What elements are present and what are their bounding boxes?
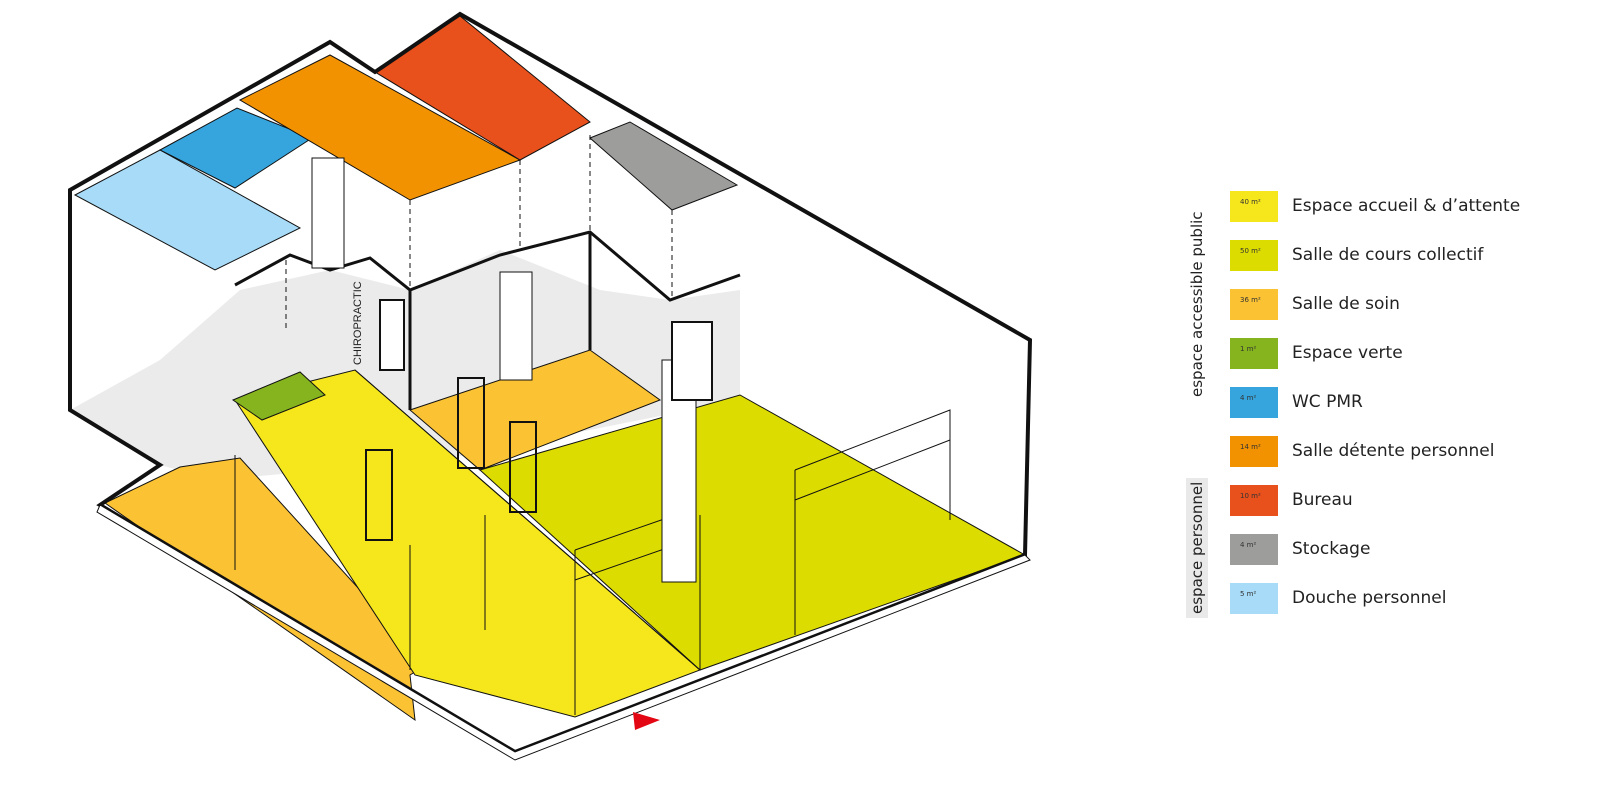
legend-swatch: 50 m² bbox=[1230, 239, 1278, 271]
ceiling-stockage bbox=[589, 121, 739, 211]
legend-label: WC PMR bbox=[1292, 392, 1363, 412]
ceiling-douche bbox=[73, 149, 302, 271]
legend-swatch: 4 m² bbox=[1230, 386, 1278, 418]
legend-item: 36 m² Salle de soin bbox=[1230, 288, 1400, 320]
legend-item: 50 m² Salle de cours collectif bbox=[1230, 239, 1483, 271]
wall-base bbox=[96, 504, 1031, 761]
legend-item: 40 m² Espace accueil & d’attente bbox=[1230, 190, 1520, 222]
legend: espace accessible public espace personne… bbox=[1180, 190, 1580, 630]
column bbox=[311, 157, 345, 269]
legend-item: 14 m² Salle détente personnel bbox=[1230, 435, 1494, 467]
legend-area: 14 m² bbox=[1240, 442, 1261, 451]
room-label-chiropractic: CHIROPRACTIC bbox=[352, 281, 364, 365]
legend-label: Stockage bbox=[1292, 539, 1371, 559]
legend-swatch: 14 m² bbox=[1230, 435, 1278, 467]
legend-item: 1 m² Espace verte bbox=[1230, 337, 1403, 369]
entrance-arrow-icon bbox=[633, 712, 660, 730]
glass-partitions bbox=[234, 369, 951, 715]
legend-group-public: espace accessible public bbox=[1188, 211, 1206, 397]
legend-area: 1 m² bbox=[1240, 344, 1257, 353]
legend-item: 4 m² Stockage bbox=[1230, 533, 1370, 565]
legend-area: 10 m² bbox=[1240, 491, 1261, 500]
legend-area: 4 m² bbox=[1240, 393, 1257, 402]
door bbox=[509, 421, 537, 513]
legend-swatch: 10 m² bbox=[1230, 484, 1278, 516]
door bbox=[671, 321, 713, 401]
legend-item: 5 m² Douche personnel bbox=[1230, 582, 1446, 614]
legend-swatch: 4 m² bbox=[1230, 533, 1278, 565]
door bbox=[379, 299, 405, 371]
legend-swatch: 40 m² bbox=[1230, 190, 1278, 222]
legend-label: Salle de cours collectif bbox=[1292, 245, 1484, 265]
legend-label: Salle de soin bbox=[1292, 294, 1400, 314]
legend-item: 4 m² WC PMR bbox=[1230, 386, 1363, 418]
legend-swatch: 1 m² bbox=[1230, 337, 1278, 369]
door bbox=[457, 377, 485, 469]
legend-label: Espace accueil & d’attente bbox=[1292, 196, 1521, 216]
legend-area: 36 m² bbox=[1240, 295, 1261, 304]
floor-espace-verte bbox=[231, 371, 326, 421]
legend-area: 40 m² bbox=[1240, 197, 1261, 206]
door bbox=[365, 449, 393, 541]
legend-label: Salle détente personnel bbox=[1292, 441, 1495, 461]
floor-espace-accueil bbox=[234, 369, 701, 718]
projection-lines bbox=[285, 135, 673, 330]
legend-label: Bureau bbox=[1292, 490, 1353, 510]
legend-item: 10 m² Bureau bbox=[1230, 484, 1353, 516]
legend-area: 4 m² bbox=[1240, 540, 1257, 549]
legend-area: 5 m² bbox=[1240, 589, 1257, 598]
legend-label: Douche personnel bbox=[1292, 588, 1447, 608]
column bbox=[499, 271, 533, 381]
legend-swatch: 5 m² bbox=[1230, 582, 1278, 614]
legend-label: Espace verte bbox=[1292, 343, 1403, 363]
legend-swatch: 36 m² bbox=[1230, 288, 1278, 320]
legend-group-personnel: espace personnel bbox=[1186, 477, 1208, 618]
interior-walls bbox=[234, 230, 741, 410]
legend-area: 50 m² bbox=[1240, 246, 1261, 255]
